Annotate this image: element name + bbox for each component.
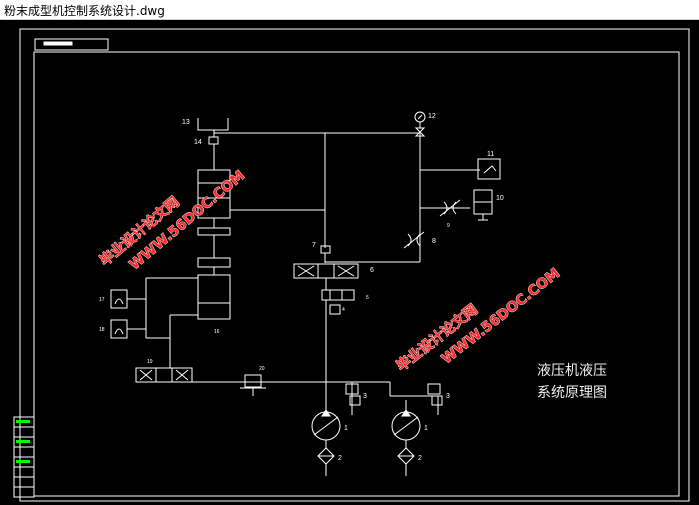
label-4: 4 xyxy=(342,307,345,313)
label-18: 18 xyxy=(99,327,105,333)
directional-valve-19 xyxy=(135,367,193,383)
label-1a: 1 xyxy=(344,425,348,432)
caption-line-1: 液压机液压 xyxy=(537,363,607,379)
label-3b: 3 xyxy=(446,393,450,400)
tank-13 xyxy=(197,118,229,137)
valve-18 xyxy=(110,319,128,339)
label-14: 14 xyxy=(194,139,202,146)
switch-symbol xyxy=(483,165,497,174)
label-8: 8 xyxy=(432,238,436,245)
label-12: 12 xyxy=(428,113,436,120)
valve-20 xyxy=(244,374,262,388)
pressure-gauge-12 xyxy=(414,111,426,137)
label-5: 5 xyxy=(366,295,369,301)
check-1b xyxy=(431,395,443,406)
label-16: 16 xyxy=(214,329,220,335)
pump-1a xyxy=(311,409,341,476)
label-6: 6 xyxy=(370,267,374,274)
label-20: 20 xyxy=(259,366,265,372)
frame-tag-fill xyxy=(43,41,73,46)
outer-frame xyxy=(19,28,690,502)
ejector-cylinder-16 xyxy=(197,257,231,320)
throttle-valve-8 xyxy=(403,231,425,249)
inner-frame xyxy=(33,51,680,497)
valve-10 xyxy=(473,189,493,221)
window-titlebar: 粉末成型机控制系统设计.dwg xyxy=(0,0,699,20)
cad-canvas[interactable]: 13 14 12 11 10 9 8 7 6 5 4 16 17 18 19 2… xyxy=(0,20,699,505)
check-1a xyxy=(349,395,361,406)
valve-5 xyxy=(321,289,355,301)
label-9: 9 xyxy=(447,223,450,229)
main-cylinder xyxy=(197,169,231,258)
title-block xyxy=(13,416,35,498)
relief-valve-3b xyxy=(427,383,441,395)
label-1b: 1 xyxy=(424,425,428,432)
label-13: 13 xyxy=(182,119,190,126)
directional-valve-6 xyxy=(293,263,359,290)
label-17: 17 xyxy=(99,297,105,303)
hydraulic-schematic: 13 14 12 11 10 9 8 7 6 5 4 16 17 18 19 2… xyxy=(13,28,690,502)
label-19: 19 xyxy=(147,359,153,365)
frame-tag-box xyxy=(34,38,109,51)
label-2b: 2 xyxy=(418,455,422,462)
window-title: 粉末成型机控制系统设计.dwg xyxy=(4,4,165,18)
label-3a: 3 xyxy=(363,393,367,400)
pressure-switch-11 xyxy=(477,158,501,180)
relief-valve-3a xyxy=(345,383,359,395)
pump-1b xyxy=(391,409,421,476)
relief-valve-4 xyxy=(329,304,341,315)
throttle-valve-9 xyxy=(439,199,461,217)
label-2a: 2 xyxy=(338,455,342,462)
label-11: 11 xyxy=(487,151,494,158)
label-7: 7 xyxy=(312,242,316,249)
valve-17 xyxy=(110,289,128,309)
label-10: 10 xyxy=(496,195,504,202)
caption-line-2: 系统原理图 xyxy=(537,385,607,401)
check-valve-14 xyxy=(208,136,219,145)
